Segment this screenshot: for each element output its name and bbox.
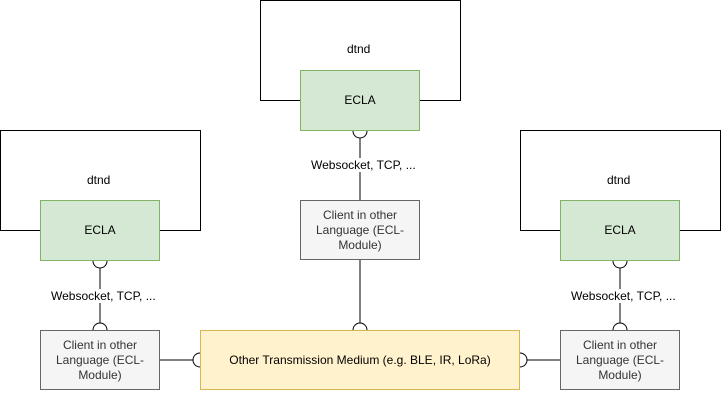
connector-label-center: Websocket, TCP, ... <box>309 158 418 172</box>
client-box-right: Client in other Language (ECL-Module) <box>560 330 680 390</box>
ecla-box-center: ECLA <box>300 70 420 131</box>
dtnd-title-left: dtnd <box>87 173 111 187</box>
ecla-box-right: ECLA <box>560 200 680 261</box>
socket-medium-right <box>519 352 528 368</box>
socket-client-left-top <box>92 322 108 331</box>
client-box-center: Client in other Language (ECL-Module) <box>300 200 420 260</box>
socket-medium-left <box>192 352 201 368</box>
socket-client-right-top <box>612 322 628 331</box>
socket-medium-top <box>352 322 368 331</box>
socket-ecla-right <box>612 260 628 269</box>
socket-ecla-left <box>92 260 108 269</box>
connector-label-left: Websocket, TCP, ... <box>49 289 158 303</box>
transmission-medium-box: Other Transmission Medium (e.g. BLE, IR,… <box>200 330 520 390</box>
socket-ecla-center <box>352 130 368 139</box>
ecla-box-left: ECLA <box>40 200 160 261</box>
client-box-left: Client in other Language (ECL-Module) <box>40 330 160 390</box>
dtnd-title-center: dtnd <box>347 42 371 56</box>
connector-label-right: Websocket, TCP, ... <box>569 289 678 303</box>
dtnd-title-right: dtnd <box>607 173 631 187</box>
